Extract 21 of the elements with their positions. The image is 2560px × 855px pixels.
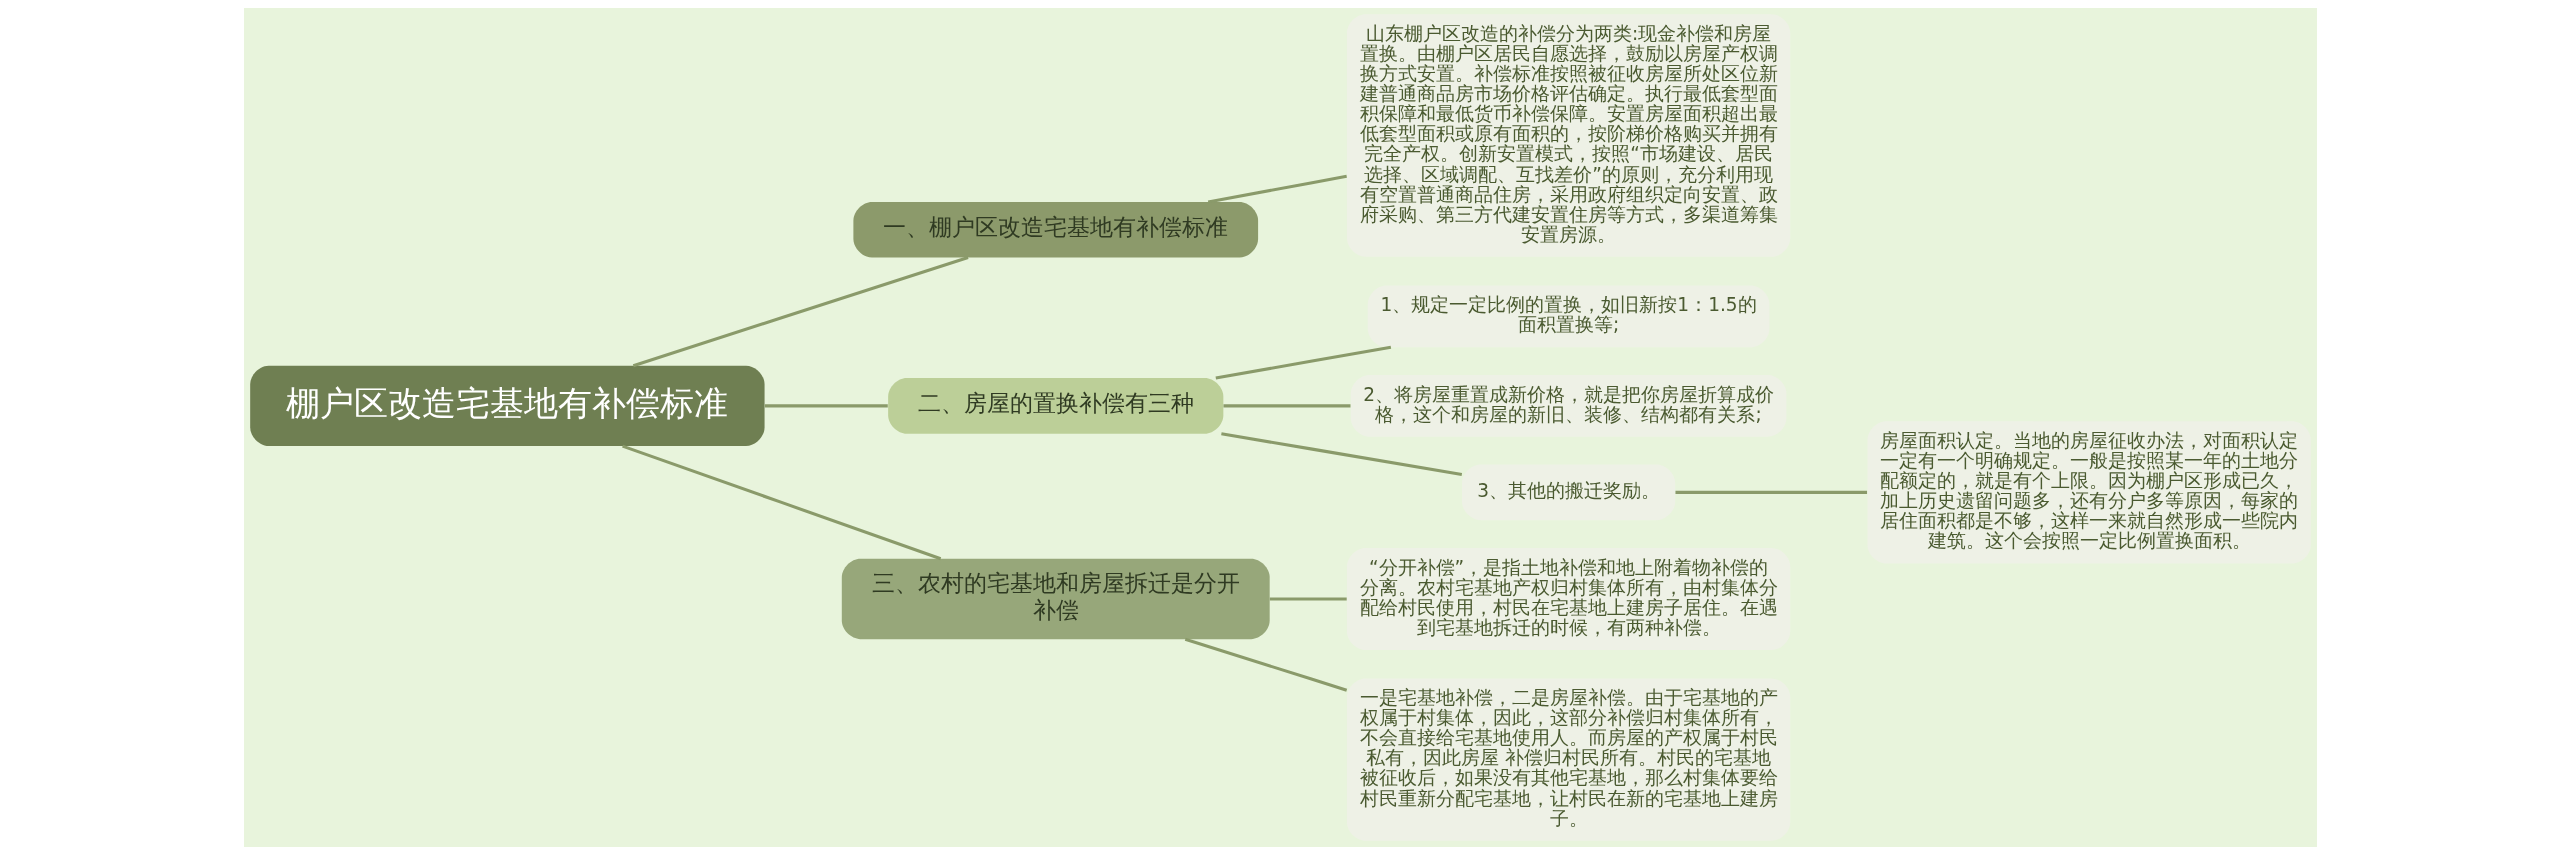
connector	[1269, 597, 1347, 601]
connector	[621, 444, 941, 561]
node-box: “分开补偿”，是指土地补偿和地上附着物补偿的分离。农村宅基地产权归村集体所有，由村集体分配给村民使用，村民在宅基地上建房子居住。在遇到宅基地拆迁的时候，有两种补偿。	[1346, 548, 1790, 650]
node-box: 三、农村的宅基地和房屋拆迁是分开补偿	[841, 558, 1270, 640]
connector	[1675, 490, 1867, 494]
connector	[1207, 174, 1347, 204]
node-box: 一、棚户区改造宅基地有补偿标准	[852, 201, 1258, 258]
node-box: 1、规定一定比例的置换，如旧新按1：1.5的面积置换等;	[1367, 285, 1769, 348]
node-box: 2、将房屋重置成新价格，就是把你房屋折算成价格，这个和房屋的新旧、装修、结构都有关系;	[1350, 375, 1786, 437]
node-box: 一是宅基地补偿，二是房屋补偿。由于宅基地的产权属于村集体，因此，这部分补偿归村集体所有，不会直接给宅基地使用人。而房屋的产权属于村民私有，因此房屋 补偿归村民所有。村民的宅基地被征收后，如果没有其他宅基地，那么村集体要给村民重新分配宅基地，让村民在新的宅基地上建房子。	[1346, 678, 1790, 841]
node-box: 二、房屋的置换补偿有三种	[887, 378, 1223, 434]
connector	[1215, 345, 1391, 380]
connector	[1220, 432, 1462, 477]
node-box: 棚户区改造宅基地有补偿标准	[249, 365, 765, 447]
connector	[1223, 404, 1350, 408]
node-box: 3、其他的搬迁奖励。	[1461, 464, 1675, 521]
connector	[1184, 637, 1347, 692]
connector	[764, 404, 888, 408]
node-box: 山东棚户区改造的补偿分为两类:现金补偿和房屋置换。由棚户区居民自愿选择，鼓励以房屋产权调换方式安置。补偿标准按照被征收房屋所处区位新建普通商品房市场价格评估确定。执行最低套型面积保障和最低货币补偿保障。安置房屋面积超出最低套型面积或原有面积的，按阶梯价格购买并拥有完全产权。创新安置模式，按照“市场建设、居民选择、区域调配、互找差价”的原则，充分利用现有空置普通商品住房，采用政府组织定向安置、政府采购、第三方代建安置住房等方式，多渠道筹集安置房源。	[1346, 14, 1790, 257]
connector	[632, 256, 969, 368]
node-box: 房屋面积认定。当地的房屋征收办法，对面积认定一定有一个明确规定。一般是按照某一年的土地分配额定的，就是有个上限。因为棚户区形成已久，加上历史遗留问题多，还有分户多等原因，每家的居住面积都是不够，这样一来就自然形成一些院内建筑。这个会按照一定比例置换面积。	[1867, 421, 2311, 564]
